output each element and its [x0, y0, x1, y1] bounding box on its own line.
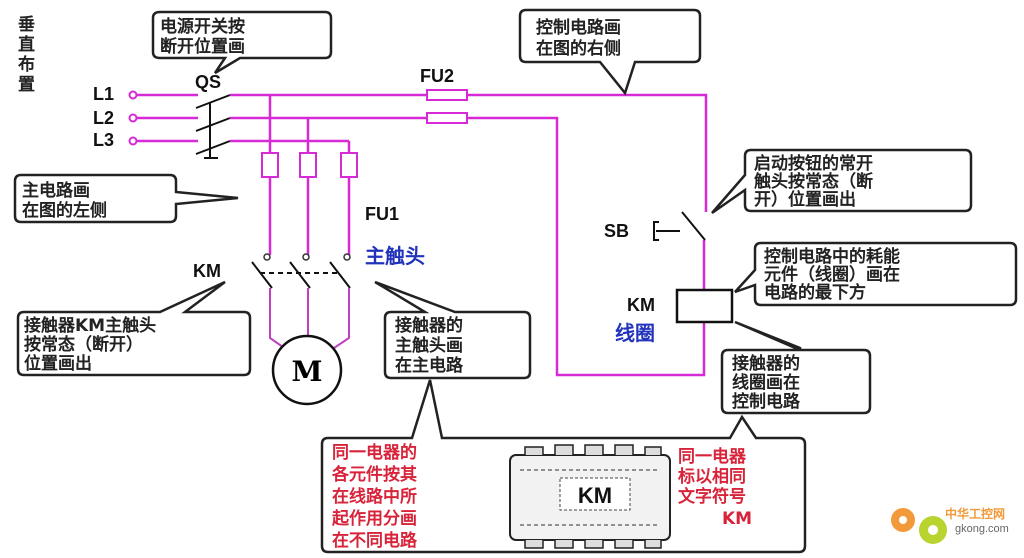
- callout-text: 元件（线圈）画在: [764, 264, 900, 285]
- callout-coil-in-control: 接触器的 线圈画在 控制电路: [720, 320, 872, 415]
- fuse-fu2-1: [426, 89, 468, 101]
- callout-start-button: 启动按钮的常开 触头按常态（断 开）位置画出: [711, 148, 973, 215]
- watermark-logo: 中华工控网 gkong.com: [891, 506, 1009, 544]
- title-char: 置: [18, 75, 35, 95]
- motor-symbol: [271, 334, 343, 406]
- label-main-contact: 主触头: [365, 244, 425, 268]
- callout-text: 文字符号: [678, 486, 746, 507]
- fuse-fu1-3: [340, 152, 358, 178]
- label-sb: SB: [604, 221, 629, 241]
- qs-switch: [195, 94, 231, 159]
- callout-text: 电路的最下方: [764, 282, 866, 303]
- km-coil: [675, 288, 734, 324]
- watermark-name: 中华工控网: [945, 506, 1005, 521]
- callout-same-device: 同一电器的 各元件按其 在线路中所 起作用分画 在不同电路 同一电器 标以相同 …: [320, 379, 807, 554]
- callout-text: 主电路画: [22, 180, 90, 201]
- title-char: 直: [18, 34, 35, 55]
- callout-text: 在主电路: [395, 355, 464, 376]
- device-label: KM: [578, 483, 612, 508]
- callout-km-contacts-state: 接触器KM主触头 按常态（断开） 位置画出: [16, 280, 252, 377]
- label-l3: L3: [93, 130, 114, 150]
- contact-terminal: [343, 253, 351, 261]
- callout-text: 位置画出: [24, 353, 92, 374]
- title-char: 垂: [18, 15, 35, 35]
- sb-actuator: [653, 221, 680, 241]
- fuse-fu2-2: [426, 112, 468, 124]
- terminal-l1: [128, 90, 138, 100]
- callout-text: 在图的右侧: [536, 38, 621, 59]
- label-km-main: KM: [193, 261, 221, 281]
- supply-lines: L1 L2 L3 QS FU2: [93, 66, 708, 377]
- contact-terminal: [302, 253, 310, 261]
- callout-text: KM: [722, 509, 752, 529]
- label-l2: L2: [93, 108, 114, 128]
- callout-text: 接触器的: [732, 353, 800, 374]
- label-fu2: FU2: [420, 66, 454, 86]
- main-circuit: FU1 KM 主触头 M: [193, 95, 425, 406]
- callout-text: 断开位置画: [160, 36, 245, 57]
- callout-text: 同一电器的: [332, 442, 417, 463]
- supply-wires: [137, 93, 198, 143]
- callout-text: 接触器KM主触头: [24, 315, 156, 336]
- control-circuit: SB KM 线圈: [604, 211, 734, 345]
- fuse-fu1-1: [261, 152, 279, 178]
- callout-power-switch: 电源开关按 断开位置画: [151, 10, 333, 75]
- sb-switch: [681, 211, 706, 241]
- label-coil: 线圈: [615, 321, 655, 345]
- callout-main-left: 主电路画 在图的左侧: [13, 173, 239, 224]
- callout-text: 主触头画: [395, 335, 463, 356]
- label-fu1: FU1: [365, 204, 399, 224]
- callout-text: 线圈画在: [732, 372, 800, 393]
- callout-text: 接触器的: [395, 315, 463, 336]
- callout-text: 按常态（断开）: [24, 334, 143, 355]
- callout-control-right: 控制电路画 在图的右侧: [518, 8, 702, 96]
- label-qs: QS: [195, 72, 221, 92]
- label-l1: L1: [93, 84, 114, 104]
- watermark-domain: gkong.com: [955, 523, 1009, 535]
- label-km-coil: KM: [627, 295, 655, 315]
- callout-text: 控制电路中的耗能: [764, 246, 900, 267]
- callout-text: 控制电路: [732, 391, 801, 412]
- fuse-fu1-2: [299, 152, 317, 178]
- callout-text: 在线路中所: [332, 486, 417, 507]
- callout-contacts-in-main: 接触器的 主触头画 在主电路: [374, 280, 532, 380]
- terminal-l2: [128, 113, 138, 123]
- callout-text: 同一电器: [678, 446, 747, 467]
- callout-coil-bottom: 控制电路中的耗能 元件（线圈）画在 电路的最下方: [734, 241, 1018, 307]
- callout-text: 触头按常态（断: [753, 171, 873, 192]
- distribution-wires: [230, 93, 708, 377]
- terminal-l3: [128, 136, 138, 146]
- callout-text: 在图的左侧: [22, 200, 107, 221]
- motor-label: M: [292, 355, 323, 388]
- km-main-contacts: [251, 261, 351, 289]
- callout-text: 启动按钮的常开: [754, 153, 873, 174]
- callout-text: 电源开关按: [160, 16, 245, 37]
- contact-terminal: [263, 253, 271, 261]
- title-char: 布: [18, 54, 35, 75]
- contactor-illustration: KM: [509, 444, 671, 549]
- callout-text: 开）位置画出: [754, 189, 856, 210]
- callout-text: 各元件按其: [331, 464, 417, 485]
- callout-text: 在不同电路: [332, 530, 418, 551]
- callout-text: 控制电路画: [536, 17, 621, 38]
- callout-text: 起作用分画: [331, 508, 417, 529]
- layout-title: 垂 直 布 置: [18, 15, 35, 95]
- callout-text: 标以相同: [678, 466, 746, 487]
